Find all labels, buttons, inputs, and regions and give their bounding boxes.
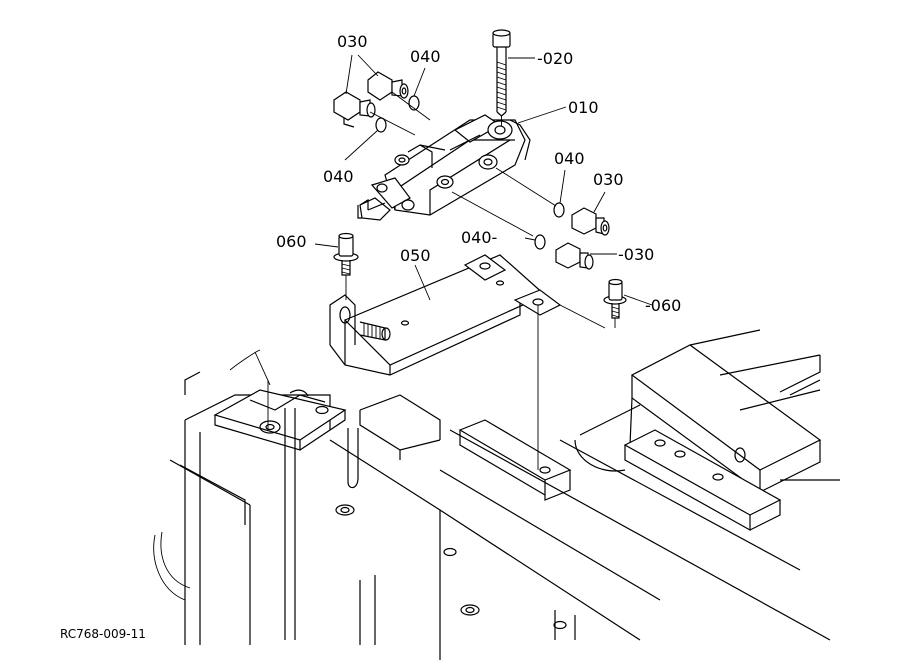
label-060-left: 060 — [276, 232, 307, 251]
bolt-060-left — [333, 232, 359, 276]
part-labels: 030 040 -020 010 040 040 030 040- -030 0… — [60, 32, 681, 641]
label-040-top: 040 — [410, 47, 441, 66]
label-010: 010 — [568, 98, 599, 117]
bolt-020 — [492, 29, 511, 117]
label-020: -020 — [537, 49, 573, 68]
label-030-lower: -030 — [618, 245, 654, 264]
bolt-060-right — [603, 278, 627, 319]
bracket-050 — [329, 254, 562, 376]
label-040-lower: 040- — [461, 228, 497, 247]
fitting-030-right-2 — [555, 242, 594, 270]
chassis-frame — [153, 329, 840, 660]
leader-lines — [267, 54, 653, 470]
label-060-right: -060 — [645, 296, 681, 315]
label-050: 050 — [400, 246, 431, 265]
label-040-right: 040 — [554, 149, 585, 168]
valve-body-010 — [357, 114, 531, 221]
o-ring-040-lower — [534, 234, 546, 250]
fitting-030-right-1 — [571, 207, 610, 236]
reference-code: RC768-009-11 — [60, 627, 146, 641]
label-030-right: 030 — [593, 170, 624, 189]
label-030-top: 030 — [337, 32, 368, 51]
label-040-left: 040 — [323, 167, 354, 186]
o-ring-040-right — [553, 202, 565, 218]
fitting-030-top-2 — [333, 91, 376, 128]
fitting-030-top-1 — [367, 71, 409, 101]
